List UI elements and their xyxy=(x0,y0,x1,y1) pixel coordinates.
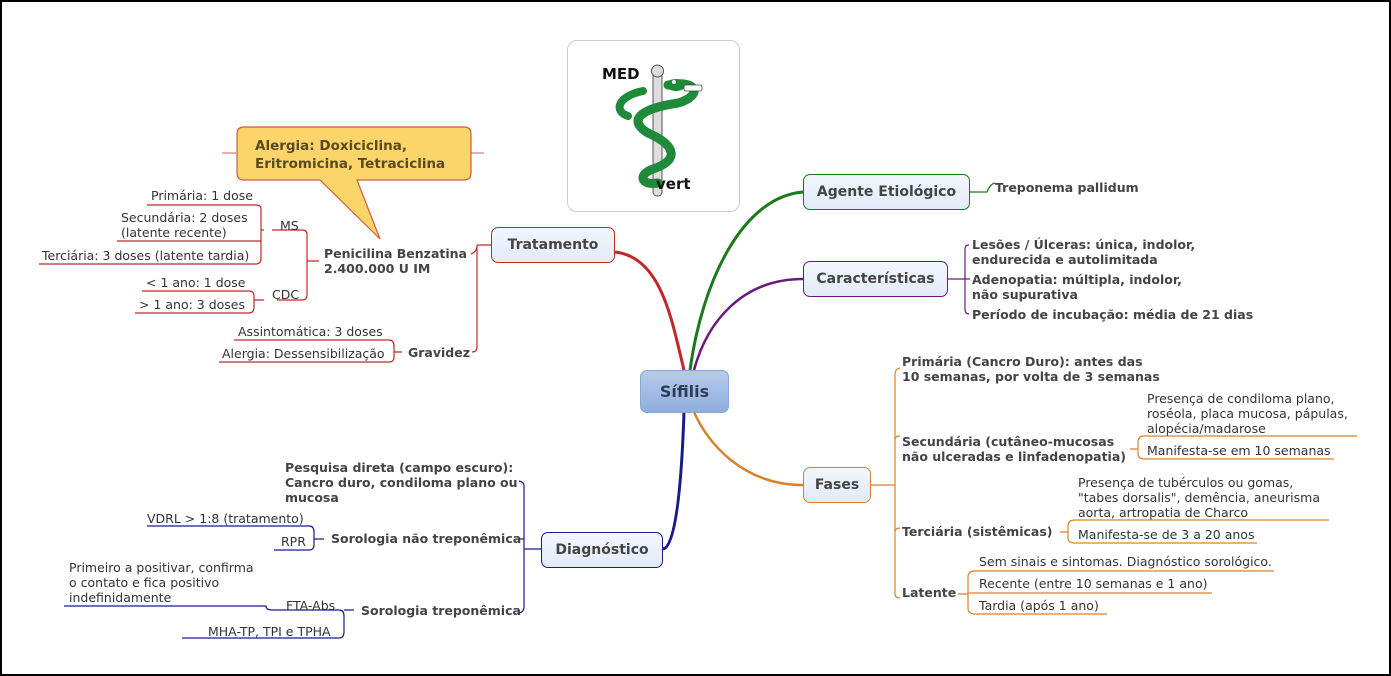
topic-ms-primaria[interactable]: Primária: 1 dose xyxy=(151,188,253,203)
topic-adenopatia[interactable]: Adenopatia: múltipla, indolor, não supur… xyxy=(972,272,1182,302)
topic-terciaria-manifesta[interactable]: Manifesta-se de 3 a 20 anos xyxy=(1078,527,1255,542)
topic-sorologia-treponemica[interactable]: Sorologia treponêmica xyxy=(361,603,521,618)
topic-vdrl[interactable]: VDRL > 1:8 (tratamento) xyxy=(147,511,304,526)
branch-line-tratamento xyxy=(614,250,686,371)
topic-sorologia-nao-treponemica[interactable]: Sorologia não treponêmica xyxy=(331,531,522,546)
topic-fase-secundaria[interactable]: Secundária (cutâneo-mucosas não ulcerada… xyxy=(902,434,1126,464)
topic-incubacao[interactable]: Período de incubação: média de 21 dias xyxy=(972,307,1254,322)
svg-text:vert: vert xyxy=(656,175,691,193)
topic-fase-primaria[interactable]: Primária (Cancro Duro): antes das 10 sem… xyxy=(902,354,1160,384)
node-caracteristicas[interactable]: Características xyxy=(803,261,948,297)
topic-rpr[interactable]: RPR xyxy=(281,534,306,549)
topic-latente-tardia[interactable]: Tardia (após 1 ano) xyxy=(979,598,1099,613)
root-node-sifilis[interactable]: Sífilis xyxy=(640,370,729,413)
callout-bubble xyxy=(236,126,472,240)
topic-terciaria-presenca[interactable]: Presença de tubérculos ou gomas, "tabes … xyxy=(1078,475,1320,520)
allergy-callout: Alergia: Doxiciclina, Eritromicina, Tetr… xyxy=(255,138,446,172)
topic-penicilina[interactable]: Penicilina Benzatina 2.400.000 U IM xyxy=(324,246,467,276)
medvert-logo: MED vert xyxy=(567,40,740,212)
topic-ms-secundaria[interactable]: Secundária: 2 doses (latente recente) xyxy=(121,210,248,240)
topic-gravidez[interactable]: Gravidez xyxy=(408,345,470,360)
topic-ms-terciaria[interactable]: Terciária: 3 doses (latente tardia) xyxy=(42,248,250,263)
node-diagnostico[interactable]: Diagnóstico xyxy=(541,532,663,568)
topic-cdc-menor-1-ano[interactable]: < 1 ano: 1 dose xyxy=(146,275,246,290)
topic-latente-recente[interactable]: Recente (entre 10 semanas e 1 ano) xyxy=(979,576,1208,591)
topic-secundaria-presenca[interactable]: Presença de condiloma plano, roséola, pl… xyxy=(1147,391,1348,436)
topic-fta-note[interactable]: Primeiro a positivar, confirma o contato… xyxy=(69,560,254,605)
topic-cdc[interactable]: CDC xyxy=(272,287,300,302)
branch-line-fases xyxy=(692,411,804,487)
topic-gravidez-alergia[interactable]: Alergia: Dessensibilização xyxy=(222,346,385,361)
node-fases[interactable]: Fases xyxy=(803,467,871,503)
topic-gravidez-assintomatica[interactable]: Assintomática: 3 doses xyxy=(238,324,383,339)
topic-ms[interactable]: MS xyxy=(280,218,299,233)
topic-secundaria-manifesta[interactable]: Manifesta-se em 10 semanas xyxy=(1147,443,1331,458)
svg-text:MED: MED xyxy=(602,65,640,83)
branch-line-agente xyxy=(688,190,804,371)
node-tratamento[interactable]: Tratamento xyxy=(491,227,615,263)
topic-pesquisa-direta[interactable]: Pesquisa direta (campo escuro): Cancro d… xyxy=(285,460,518,505)
snake-staff-logo-icon: MED vert xyxy=(602,64,703,197)
node-agente-etiologico[interactable]: Agente Etiológico xyxy=(803,174,970,210)
topic-mha-tp[interactable]: MHA-TP, TPI e TPHA xyxy=(208,624,331,639)
branch-line-diagnostico xyxy=(662,411,686,551)
topic-lesoes[interactable]: Lesões / Úlceras: única, indolor, endure… xyxy=(972,237,1196,267)
topic-cdc-maior-1-ano[interactable]: > 1 ano: 3 doses xyxy=(139,297,246,312)
topic-fta-abs[interactable]: FTA-Abs xyxy=(286,598,336,613)
topic-fase-terciaria[interactable]: Terciária (sistêmicas) xyxy=(902,524,1053,539)
topic-fase-latente[interactable]: Latente xyxy=(902,585,957,600)
topic-latente-sem-sinais[interactable]: Sem sinais e sintomas. Diagnóstico sorol… xyxy=(979,554,1272,569)
topic-treponema[interactable]: Treponema pallidum xyxy=(995,180,1139,195)
branch-line-caracteristicas xyxy=(692,277,804,371)
